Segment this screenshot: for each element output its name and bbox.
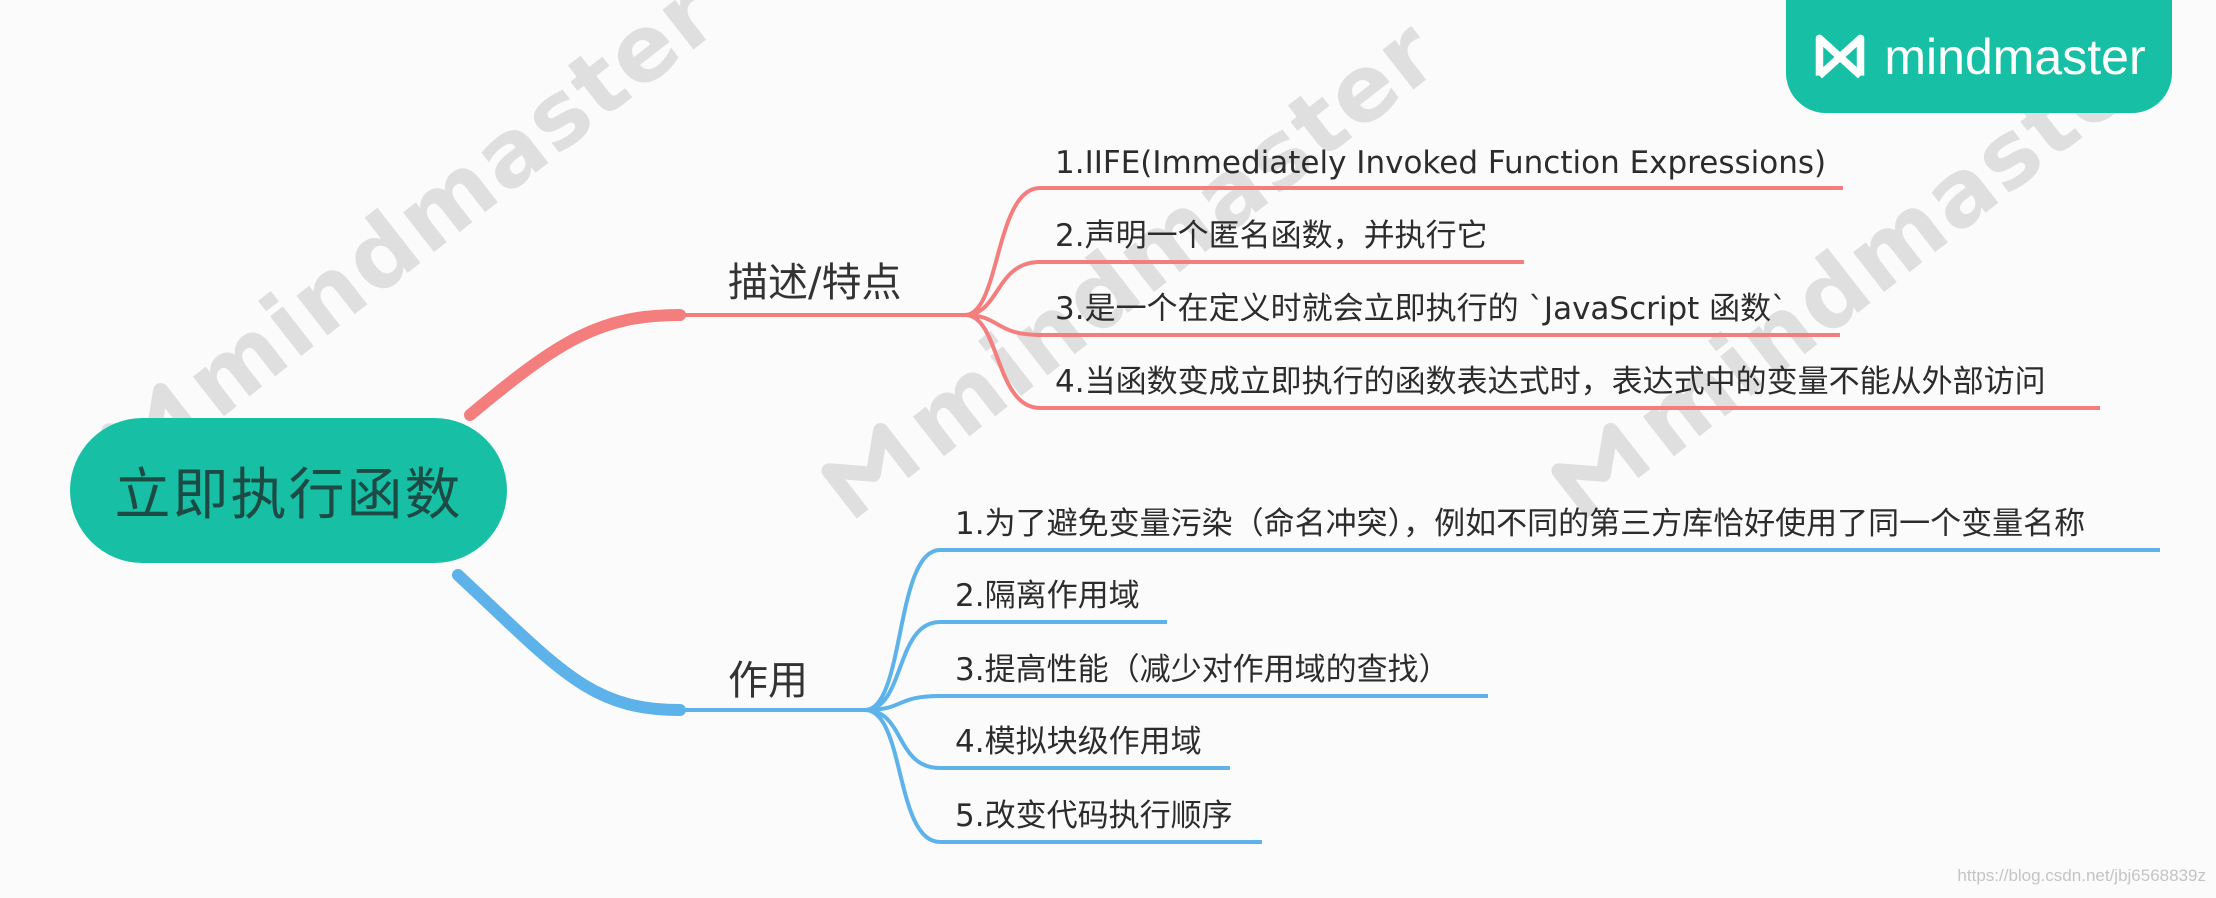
leaf-description-1: 1.IIFE(Immediately Invoked Function Expr… — [1055, 145, 1827, 181]
leaf-usage-1: 1.为了避免变量污染（命名冲突），例如不同的第三方库恰好使用了同一个变量名称 — [955, 506, 2086, 542]
leaf-description-4: 4.当函数变成立即执行的函数表达式时，表达式中的变量不能从外部访问 — [1055, 364, 2046, 400]
leaf-connector — [964, 186, 1041, 317]
leaf-usage-4: 4.模拟块级作用域 — [955, 724, 1202, 760]
mindmaster-logo-icon — [1816, 34, 1865, 78]
leaf-connector — [964, 260, 1041, 317]
leaf-description-3: 3.是一个在定义时就会立即执行的 `JavaScript 函数` — [1055, 291, 1787, 327]
leaf-connector — [864, 620, 941, 712]
leaf-connector — [864, 708, 941, 844]
leaf-usage-5: 5.改变代码执行顺序 — [955, 798, 1233, 834]
leaf-connector — [864, 548, 941, 712]
central-topic: 立即执行函数 — [70, 418, 507, 563]
leaf-connector — [864, 694, 941, 712]
branch-label-description: 描述/特点 — [728, 260, 902, 306]
central-topic-label: 立即执行函数 — [114, 463, 463, 528]
branch-connector-usage — [452, 569, 686, 716]
brand-name: mindmaster — [1884, 28, 2146, 85]
branch-label-usage: 作用 — [728, 658, 808, 704]
brand-badge: mindmaster — [1786, 0, 2172, 113]
leaf-usage-3: 3.提高性能（减少对作用域的查找） — [955, 652, 1450, 688]
footer-url: https://blog.csdn.net/jbj6568839z — [1957, 866, 2206, 885]
leaf-description-2: 2.声明一个匿名函数，并执行它 — [1055, 218, 1488, 254]
leaf-usage-2: 2.隔离作用域 — [955, 578, 1140, 614]
branch-connector-description — [464, 309, 686, 421]
leaf-connector — [964, 313, 1041, 410]
leaf-connector — [864, 708, 941, 770]
